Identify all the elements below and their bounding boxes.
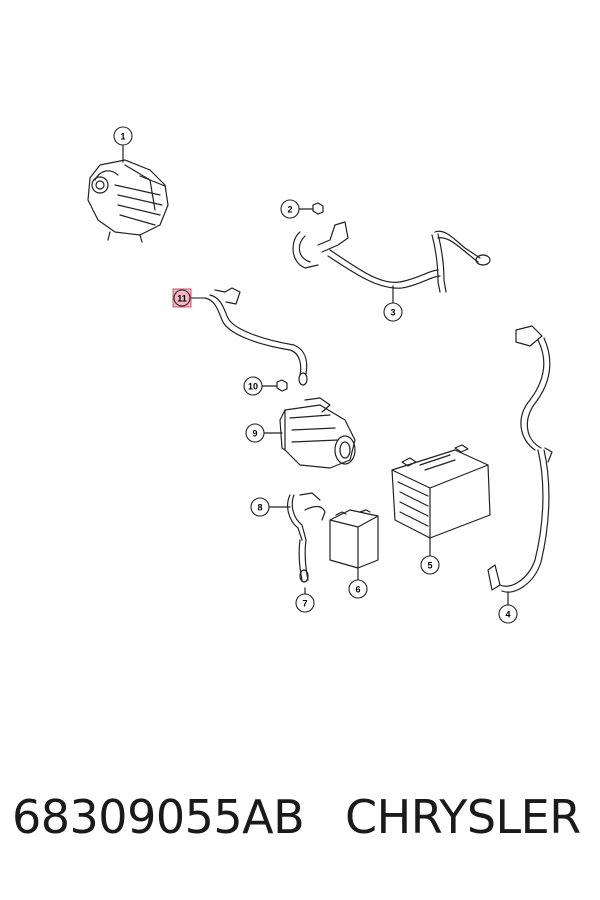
svg-text:5: 5 [427, 561, 432, 571]
part-number: 68309055AB [12, 790, 305, 844]
brand-name: CHRYSLER [345, 790, 581, 844]
svg-text:8: 8 [257, 503, 262, 513]
callout-10[interactable]: 10 [243, 376, 263, 396]
callout-5[interactable]: 5 [420, 555, 440, 575]
battery-cable-11-drawing [204, 287, 308, 386]
svg-text:7: 7 [302, 599, 307, 609]
svg-text:6: 6 [355, 585, 360, 595]
svg-text:4: 4 [505, 610, 510, 620]
svg-text:9: 9 [252, 429, 257, 439]
callout-6[interactable]: 6 [348, 579, 368, 599]
callout-11-highlighted[interactable]: 11 [172, 288, 205, 308]
svg-text:11: 11 [177, 294, 187, 304]
callout-8[interactable]: 8 [250, 497, 270, 517]
callout-4[interactable]: 4 [498, 604, 518, 624]
battery-cable-4-drawing [487, 325, 553, 606]
svg-text:10: 10 [248, 382, 258, 392]
footer: 68309055AB CHRYSLER [0, 790, 600, 870]
callouts: 1 2 3 4 5 6 7 8 [113, 126, 518, 624]
svg-text:3: 3 [390, 308, 395, 318]
nut-10-drawing [261, 379, 288, 392]
svg-text:2: 2 [287, 205, 292, 215]
svg-text:1: 1 [120, 132, 125, 142]
cable-8-drawing [268, 492, 326, 596]
alternator-drawing [87, 144, 169, 243]
battery-drawing [391, 444, 491, 557]
battery-cable-3-drawing [292, 221, 491, 304]
small-battery-drawing [329, 509, 379, 581]
callout-2[interactable]: 2 [280, 199, 300, 219]
callout-7[interactable]: 7 [295, 593, 315, 613]
callout-1[interactable]: 1 [113, 126, 133, 146]
nut-2-drawing [298, 202, 324, 215]
callout-9[interactable]: 9 [245, 423, 265, 443]
parts-diagram: 1 2 3 4 5 6 7 8 [87, 126, 553, 624]
starter-drawing [263, 397, 356, 469]
callout-3[interactable]: 3 [383, 302, 403, 322]
